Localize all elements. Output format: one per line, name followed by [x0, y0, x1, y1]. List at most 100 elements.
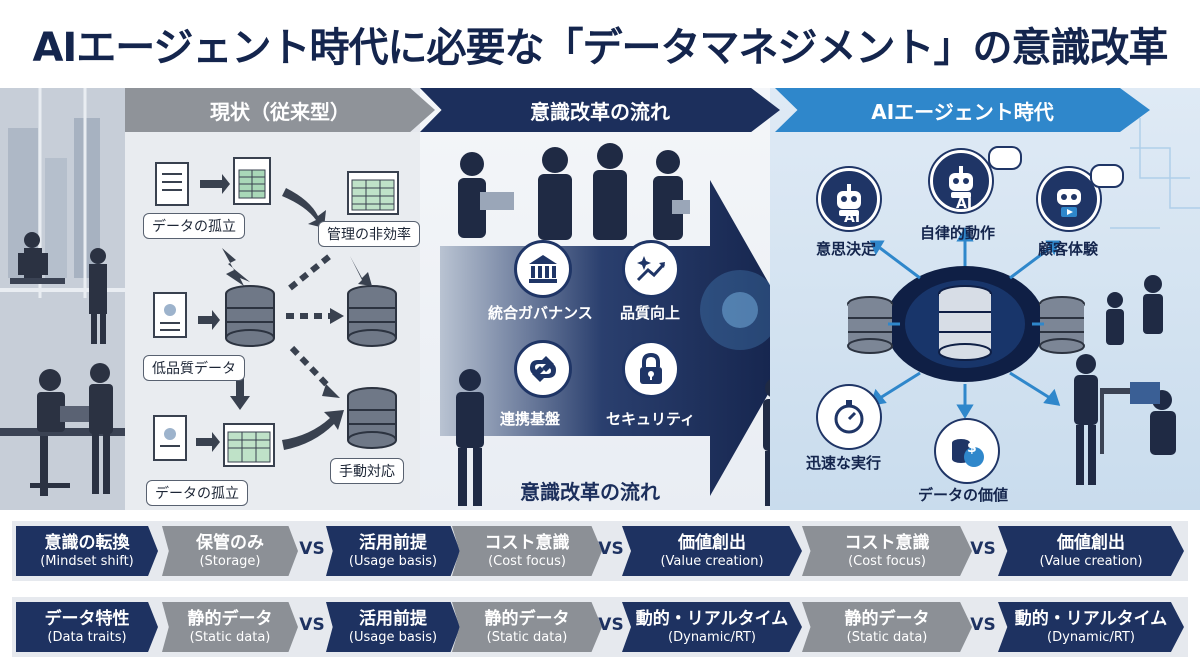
cell-jp: 価値創出	[678, 532, 746, 553]
cell-jp: 静的データ	[844, 608, 930, 629]
ai-hub-graphic	[847, 118, 1200, 485]
database-icon	[847, 296, 893, 354]
vs-label: VS	[299, 615, 325, 635]
cell-jp: 動的・リアルタイム	[1014, 608, 1168, 629]
comparison-cell: 価値創出 (Value creation)	[998, 526, 1184, 576]
office-background	[0, 88, 440, 510]
robot-icon	[1038, 168, 1100, 230]
cell-jp: コスト意識	[484, 532, 570, 553]
currency-symbol: $	[967, 440, 977, 456]
header-mindset-flow: 意識改革の流れ	[420, 88, 780, 132]
cell-jp: 活用前提	[359, 532, 427, 553]
cell-en: (Dynamic/RT)	[668, 629, 756, 645]
label-data-value: データの価値	[918, 486, 1009, 504]
comparison-cell: 動的・リアルタイム (Dynamic/RT)	[998, 602, 1184, 652]
label-customer-experience: 顧客体験	[1038, 240, 1099, 258]
row-header-en: (Data traits)	[47, 629, 127, 645]
comparison-row-data-traits: データ特性 (Data traits) 静的データ (Static data) …	[12, 597, 1188, 657]
comparison-row-mindset: 意識の転換 (Mindset shift) 保管のみ (Storage) VS …	[12, 521, 1188, 581]
document-icon	[153, 292, 187, 338]
current-state-panel: データの孤立 管理の非効率 低品質データ 手動対応 データの孤立	[0, 88, 440, 510]
ai-badge-text: AI	[844, 210, 861, 226]
chat-bubble-icon	[988, 146, 1022, 170]
database-icon	[347, 285, 397, 347]
row-header-jp: データ特性	[44, 608, 130, 629]
cell-jp: 動的・リアルタイム	[635, 608, 789, 629]
cell-en: (Dynamic/RT)	[1047, 629, 1135, 645]
cell-jp: 静的データ	[187, 608, 273, 629]
cell-en: (Cost focus)	[848, 553, 926, 569]
comparison-cell: 動的・リアルタイム (Dynamic/RT)	[622, 602, 802, 652]
vs-label: VS	[598, 539, 624, 559]
label-data-silo: データの孤立	[143, 213, 245, 239]
cell-en: (Usage basis)	[348, 629, 438, 645]
label-integrated-governance: 統合ガバナンス	[488, 304, 593, 322]
comparison-cell: 価値創出 (Value creation)	[622, 526, 802, 576]
database-icon	[1039, 296, 1085, 354]
database-icon	[938, 285, 992, 361]
comparison-cell: コスト意識 (Cost focus)	[802, 526, 972, 576]
comparison-cell: 静的データ (Static data)	[452, 602, 602, 652]
mindset-shift-panel: 統合ガバナンス 品質向上 連携基盤 セキュリティ 意識改革の流れ	[420, 88, 800, 510]
page-title: AIエージェント時代に必要な「データマネジメント」の意識改革	[32, 25, 1168, 71]
link-icon	[514, 340, 572, 398]
cell-en: (Cost focus)	[488, 553, 566, 569]
label-security: セキュリティ	[606, 410, 696, 428]
vs-label: VS	[598, 615, 624, 635]
database-icon	[347, 387, 397, 449]
document-icon	[153, 415, 187, 461]
spreadsheet-icon	[233, 157, 271, 205]
vs-label: VS	[299, 539, 325, 559]
comparison-cell: 活用前提 (Usage basis)	[326, 602, 460, 652]
robot-icon	[930, 150, 992, 212]
database-icon	[225, 285, 275, 347]
label-data-silo-2: データの孤立	[146, 480, 248, 506]
label-manual-handling: 手動対応	[330, 458, 404, 484]
cell-en: (Value creation)	[1039, 553, 1143, 569]
row-header-en: (Mindset shift)	[40, 553, 134, 569]
comparison-cell: 静的データ (Static data)	[162, 602, 298, 652]
header-ai-agent-era: AIエージェント時代	[775, 88, 1150, 132]
cell-jp: コスト意識	[844, 532, 930, 553]
vs-label: VS	[970, 615, 996, 635]
label-decision-making: 意思決定	[816, 240, 877, 258]
middle-caption: 意識改革の流れ	[520, 480, 660, 504]
vs-label: VS	[970, 539, 996, 559]
row-header-cell: データ特性 (Data traits)	[16, 602, 158, 652]
comparison-cell: コスト意識 (Cost focus)	[452, 526, 602, 576]
cell-en: (Static data)	[189, 629, 271, 645]
cell-en: (Static data)	[486, 629, 568, 645]
label-low-quality-data: 低品質データ	[143, 355, 245, 381]
cell-en: (Usage basis)	[348, 553, 438, 569]
lock-icon	[622, 340, 680, 398]
label-quality-improvement: 品質向上	[620, 304, 681, 322]
sparkle-trend-icon	[622, 240, 680, 298]
comparison-cell: 静的データ (Static data)	[802, 602, 972, 652]
cell-en: (Static data)	[846, 629, 928, 645]
stopwatch-icon	[818, 386, 880, 448]
cell-en: (Storage)	[199, 553, 261, 569]
ai-agent-era-panel: AI AI 意思決定 自律的動作 顧客体験 $ 迅速な実行 データの価値	[770, 88, 1200, 510]
label-rapid-execution: 迅速な実行	[806, 454, 882, 472]
document-icon	[155, 162, 189, 206]
spreadsheet-icon	[347, 171, 399, 215]
cell-jp: 価値創出	[1057, 532, 1125, 553]
spreadsheet-icon	[223, 423, 275, 467]
label-autonomous-action: 自律的動作	[920, 224, 996, 242]
header-current-state: 現状（従来型）	[125, 88, 435, 132]
chat-bubble-icon	[1090, 164, 1124, 188]
ai-badge-text: AI	[956, 196, 973, 212]
row-header-cell: 意識の転換 (Mindset shift)	[16, 526, 158, 576]
label-integration-platform: 連携基盤	[500, 410, 561, 428]
robot-icon	[818, 168, 880, 230]
comparison-cell: 活用前提 (Usage basis)	[326, 526, 460, 576]
bank-icon	[514, 240, 572, 298]
big-arrow-graphic	[440, 143, 800, 506]
comparison-cell: 保管のみ (Storage)	[162, 526, 298, 576]
cell-jp: 静的データ	[484, 608, 570, 629]
coins-icon	[936, 420, 998, 482]
row-header-jp: 意識の転換	[44, 532, 130, 553]
label-management-inefficiency: 管理の非効率	[318, 221, 420, 247]
cell-jp: 保管のみ	[196, 532, 264, 553]
